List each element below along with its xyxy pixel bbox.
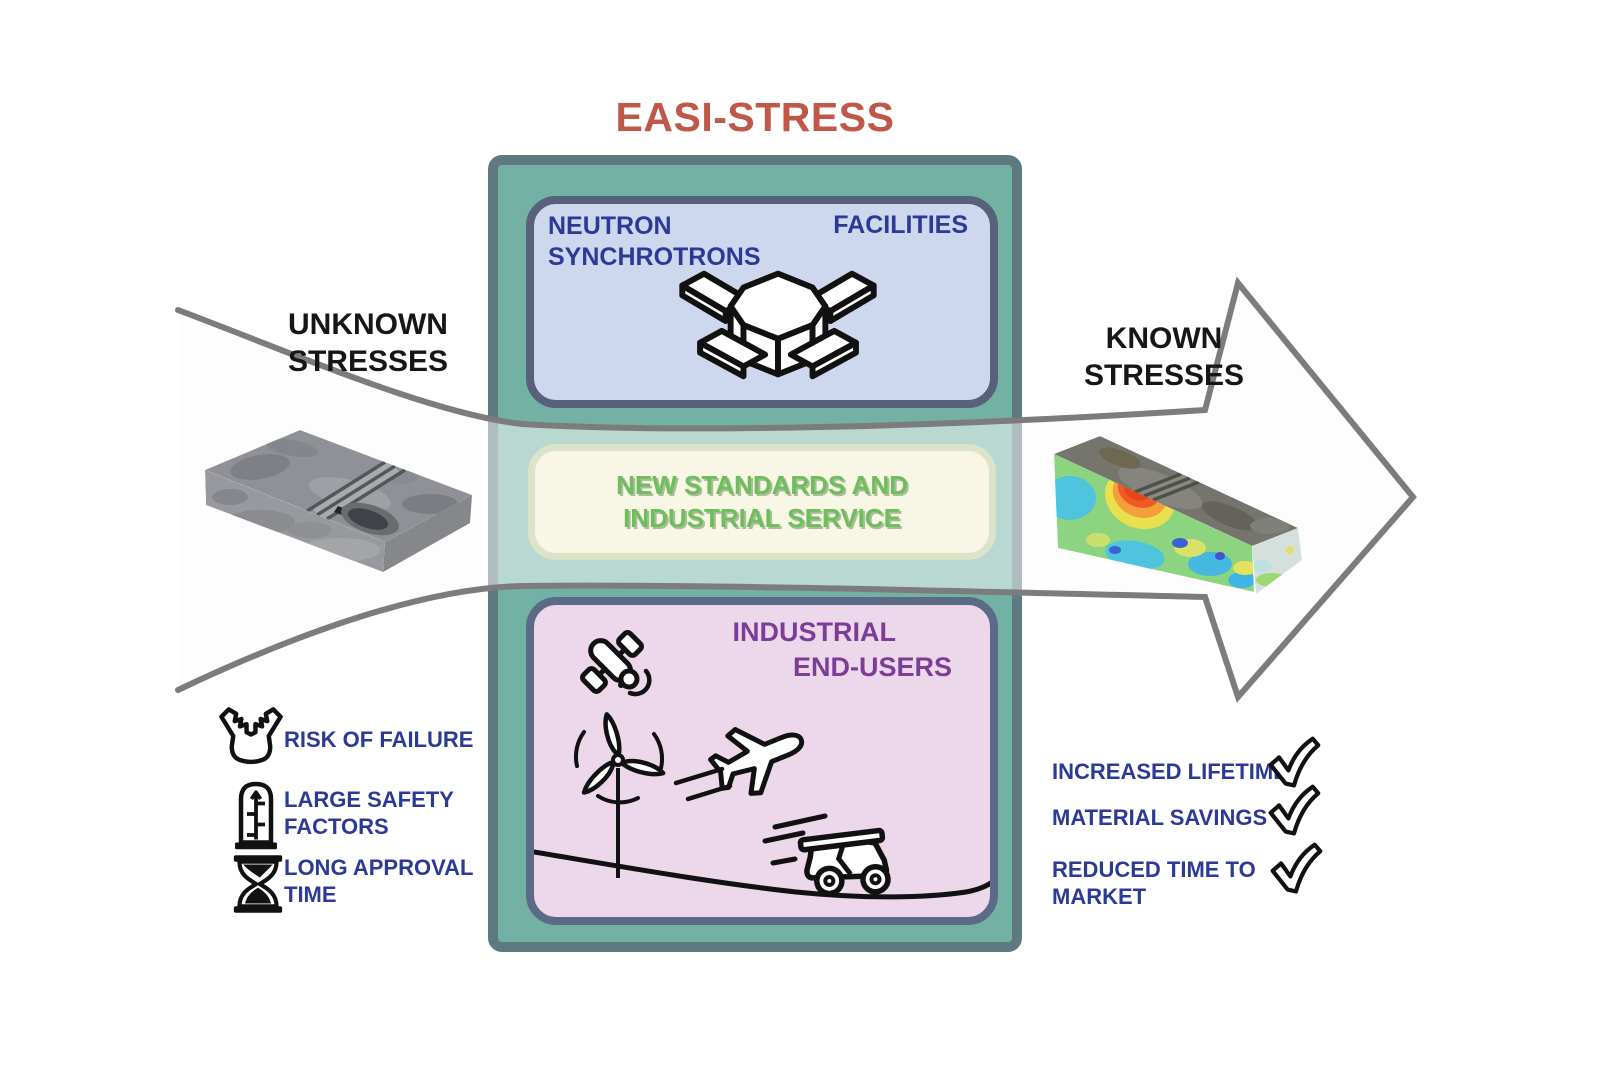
risk-item-label: LARGE SAFETY FACTORS bbox=[284, 787, 454, 839]
risk-item-label: RISK OF FAILURE bbox=[284, 727, 474, 752]
benefit-item-label: REDUCED TIME TO MARKET bbox=[1052, 857, 1256, 909]
fractured-part-icon bbox=[219, 707, 283, 765]
endusers-label-line1: INDUSTRIAL bbox=[732, 617, 897, 647]
benefit-item-label: MATERIAL SAVINGS bbox=[1052, 805, 1268, 830]
car-icon bbox=[762, 813, 891, 897]
gray-metal-sample-image bbox=[205, 430, 472, 572]
safety-gauge-icon bbox=[235, 781, 277, 850]
diagram-title: EASI-STRESS bbox=[615, 94, 895, 140]
wind-turbine-icon bbox=[573, 712, 666, 878]
unknown-stresses-label: UNKNOWN STRESSES bbox=[287, 308, 449, 378]
known-stresses-label: KNOWN STRESSES bbox=[1083, 322, 1245, 392]
synchrotron-facility-icon bbox=[679, 270, 877, 380]
checkmark-icon bbox=[1270, 842, 1323, 894]
standards-box-label: NEW STANDARDS AND INDUSTRIAL SERVICE bbox=[616, 470, 908, 533]
facilities-box-label-right: FACILITIES bbox=[833, 211, 968, 239]
stress-heatmap-sample-image bbox=[1054, 436, 1302, 594]
endusers-box: INDUSTRIAL END-USERS bbox=[526, 597, 998, 925]
risk-item-label: LONG APPROVAL TIME bbox=[284, 855, 474, 907]
satellite-icon bbox=[580, 630, 652, 697]
checkmark-icon bbox=[1268, 784, 1321, 836]
benefit-item-label: INCREASED LIFETIME bbox=[1052, 759, 1288, 784]
checkmark-icon bbox=[1268, 736, 1321, 788]
hourglass-icon bbox=[233, 855, 283, 913]
airplane-icon bbox=[673, 727, 805, 802]
endusers-label-line2: END-USERS bbox=[792, 652, 952, 682]
facilities-box: NEUTRON SYNCHROTRONS FACILITIES bbox=[526, 196, 998, 408]
facilities-box-label-left: NEUTRON SYNCHROTRONS bbox=[548, 212, 761, 271]
ground-line bbox=[534, 849, 990, 900]
standards-box: NEW STANDARDS AND INDUSTRIAL SERVICE bbox=[528, 444, 996, 560]
